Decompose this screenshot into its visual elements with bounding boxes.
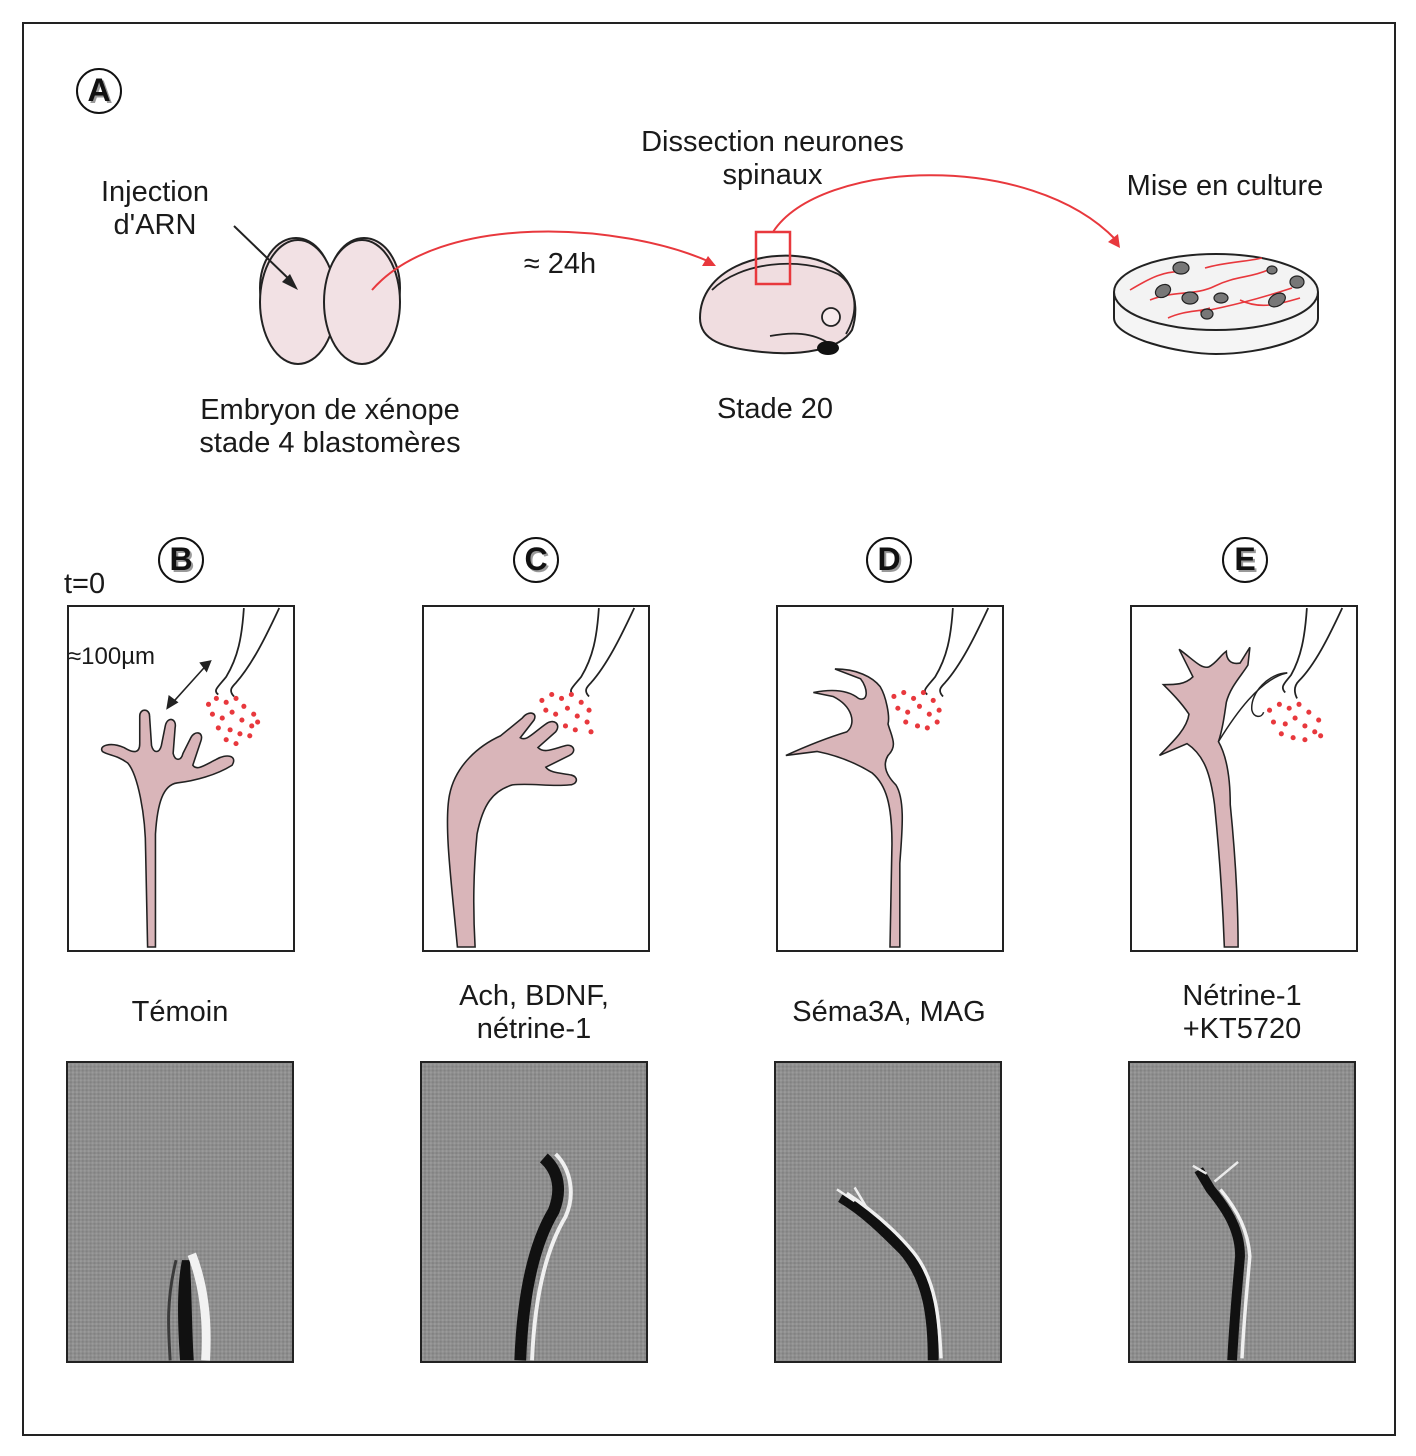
growth-cone-e [1158, 646, 1251, 948]
culture-dish [1113, 253, 1319, 356]
badge-b: B [158, 537, 204, 583]
badge-e: E [1222, 537, 1268, 583]
panel-a-diagram [233, 174, 1319, 365]
arrow-24h [371, 230, 716, 291]
arrow-culture [772, 174, 1120, 248]
t0-label: t=0 [64, 568, 106, 600]
badge-a: A [76, 68, 122, 114]
stage-20-embryo [698, 230, 857, 355]
growth-cone-panel-c [422, 605, 650, 952]
pipette [1281, 607, 1344, 699]
growth-cone-panel-e [1130, 605, 1358, 952]
growth-cone-b [100, 709, 235, 948]
caption-b: Témoin [131, 996, 229, 1028]
caption-c: Ach, BDNF, nétrine-1 [459, 980, 609, 1045]
time-label: ≈ 24h [523, 248, 597, 280]
scale-arrow [166, 660, 212, 710]
growth-cone-c [446, 712, 578, 948]
embryo-label: Embryon de xénope stade 4 blastomères [199, 394, 461, 459]
badge-c: C [513, 537, 559, 583]
growth-cone-d [785, 668, 904, 948]
micrograph-d [774, 1061, 1002, 1363]
caption-d: Séma3A, MAG [792, 996, 986, 1028]
scale-label: ≈100µm [68, 643, 156, 670]
dissection-label: Dissection neurones spinaux [641, 126, 904, 191]
micrograph-c [420, 1061, 648, 1363]
gradient-dots [891, 689, 942, 731]
growth-cone-panel-d [776, 605, 1004, 952]
pipette [215, 607, 281, 698]
injection-arrow [233, 225, 298, 290]
culture-label: Mise en culture [1126, 170, 1324, 202]
badge-d: D [866, 537, 912, 583]
gradient-dots [205, 695, 261, 747]
micrograph-b [66, 1061, 294, 1363]
gradient-dots [539, 691, 594, 735]
pipette [924, 607, 990, 698]
caption-e: Nétrine-1 +KT5720 [1182, 980, 1302, 1045]
four-cell-embryo [259, 237, 401, 365]
pipette [570, 607, 636, 698]
injection-label: Injection d'ARN [100, 176, 209, 241]
micrograph-e [1128, 1061, 1356, 1363]
stage-label: Stade 20 [716, 393, 834, 425]
growth-cone-panel-b [67, 605, 295, 952]
gradient-dots [1266, 701, 1324, 743]
